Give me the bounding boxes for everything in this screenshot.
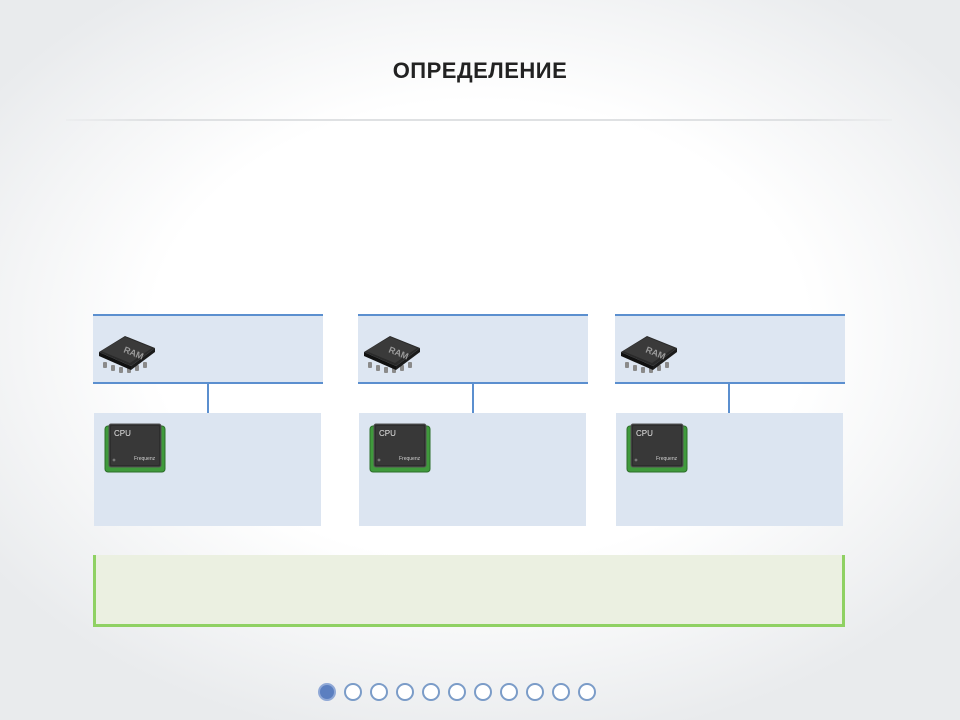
bus-connector [728,384,730,414]
ram-block: RAM [93,314,323,384]
node-1: RAM CPU Frequenz [93,314,323,526]
ram-chip-icon: RAM [99,336,155,373]
pagination-dot-9[interactable] [526,683,544,701]
pagination-dot-7[interactable] [474,683,492,701]
svg-text:Frequenz: Frequenz [134,456,156,462]
ram-block: RAM [615,314,845,384]
cpu-block: CPU Frequenz [94,413,321,526]
ram-chip-icon: RAM [364,336,420,373]
slide-title: ОПРЕДЕЛЕНИЕ [392,58,568,83]
cpu-block: CPU Frequenz [359,413,586,526]
svg-text:Frequenz: Frequenz [399,456,421,462]
svg-text:CPU: CPU [636,429,653,438]
cpu-block: CPU Frequenz [616,413,843,526]
ram-chip-icon: RAM [621,336,677,373]
title-divider [66,119,892,121]
cpu-chip-icon: CPU Frequenz [104,423,166,473]
pagination-dot-11[interactable] [578,683,596,701]
pagination-dot-10[interactable] [552,683,570,701]
bus-connector [472,384,474,414]
svg-text:CPU: CPU [379,429,396,438]
pagination-dot-6[interactable] [448,683,466,701]
cpu-chip-icon: CPU Frequenz [626,423,688,473]
bus-connector [207,384,209,414]
shared-block [93,555,845,627]
slide-pagination [318,683,596,705]
pagination-dot-1[interactable] [318,683,336,701]
node-3: RAM CPU Frequenz [615,314,845,526]
pagination-dot-4[interactable] [396,683,414,701]
ram-block: RAM [358,314,588,384]
cpu-chip-icon: CPU Frequenz [369,423,431,473]
svg-text:Frequenz: Frequenz [656,456,678,462]
pagination-dot-8[interactable] [500,683,518,701]
pagination-dot-2[interactable] [344,683,362,701]
pagination-dot-3[interactable] [370,683,388,701]
svg-text:CPU: CPU [114,429,131,438]
node-2: RAM CPU Frequenz [358,314,588,526]
pagination-dot-5[interactable] [422,683,440,701]
